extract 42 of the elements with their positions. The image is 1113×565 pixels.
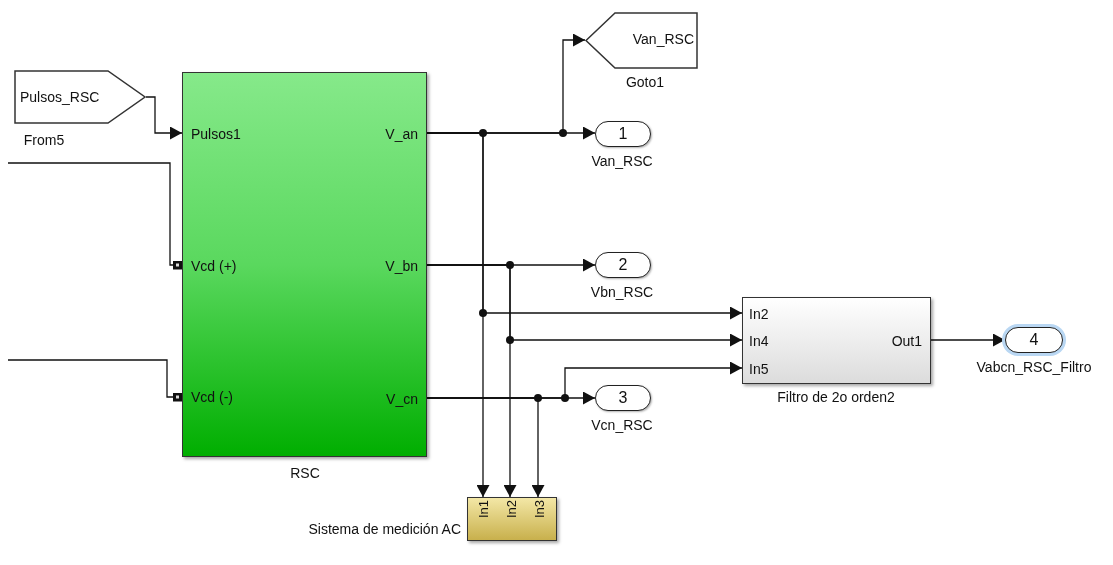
block-name: From5	[23, 132, 65, 148]
tag-label: Pulsos_RSC	[20, 89, 100, 105]
block-name: Goto1	[625, 74, 665, 90]
block-name: Vcn_RSC	[591, 417, 653, 433]
block-name: Filtro de 2o orden2	[777, 389, 895, 405]
port-label: Out1	[891, 333, 922, 349]
signal-line	[426, 361, 743, 399]
port-label: Vcd (-)	[191, 389, 233, 405]
port-number: 4	[1028, 332, 1040, 348]
outport-block	[595, 252, 651, 278]
outport-block	[595, 121, 651, 147]
port-label: V_an	[385, 126, 418, 142]
signal-line	[7, 359, 183, 402]
port-label: In2	[749, 306, 769, 322]
subsystem-block	[182, 72, 427, 457]
port-label: V_cn	[386, 391, 418, 407]
signal-line	[145, 96, 183, 140]
port-label: In4	[749, 333, 769, 349]
block-name: Van_RSC	[591, 153, 653, 169]
signal-line	[426, 264, 743, 347]
block-name: Vabcn_RSC_Filtro	[976, 359, 1092, 375]
port-label: In3	[533, 500, 547, 519]
goto-tag-block	[585, 12, 698, 69]
signal-line	[7, 162, 183, 270]
filter-block	[742, 297, 931, 384]
port-label: V_bn	[385, 258, 418, 274]
outport-block	[595, 385, 651, 411]
tag-label: Van_RSC	[632, 31, 694, 47]
port-label: Vcd (+)	[191, 258, 237, 274]
port-label: In1	[477, 500, 491, 519]
port-number: 3	[617, 390, 629, 406]
from-tag-block	[14, 70, 146, 124]
measurement-block	[467, 497, 557, 541]
port-number: 1	[617, 126, 629, 142]
block-name: RSC	[290, 465, 320, 481]
port-label: In5	[749, 361, 769, 377]
port-label: Pulsos1	[191, 126, 241, 142]
port-label: In2	[505, 500, 519, 519]
port-number: 2	[617, 257, 629, 273]
block-name: Vbn_RSC	[590, 284, 654, 300]
block-name: Sistema de medición AC	[308, 521, 461, 537]
outport-block	[1005, 327, 1063, 353]
